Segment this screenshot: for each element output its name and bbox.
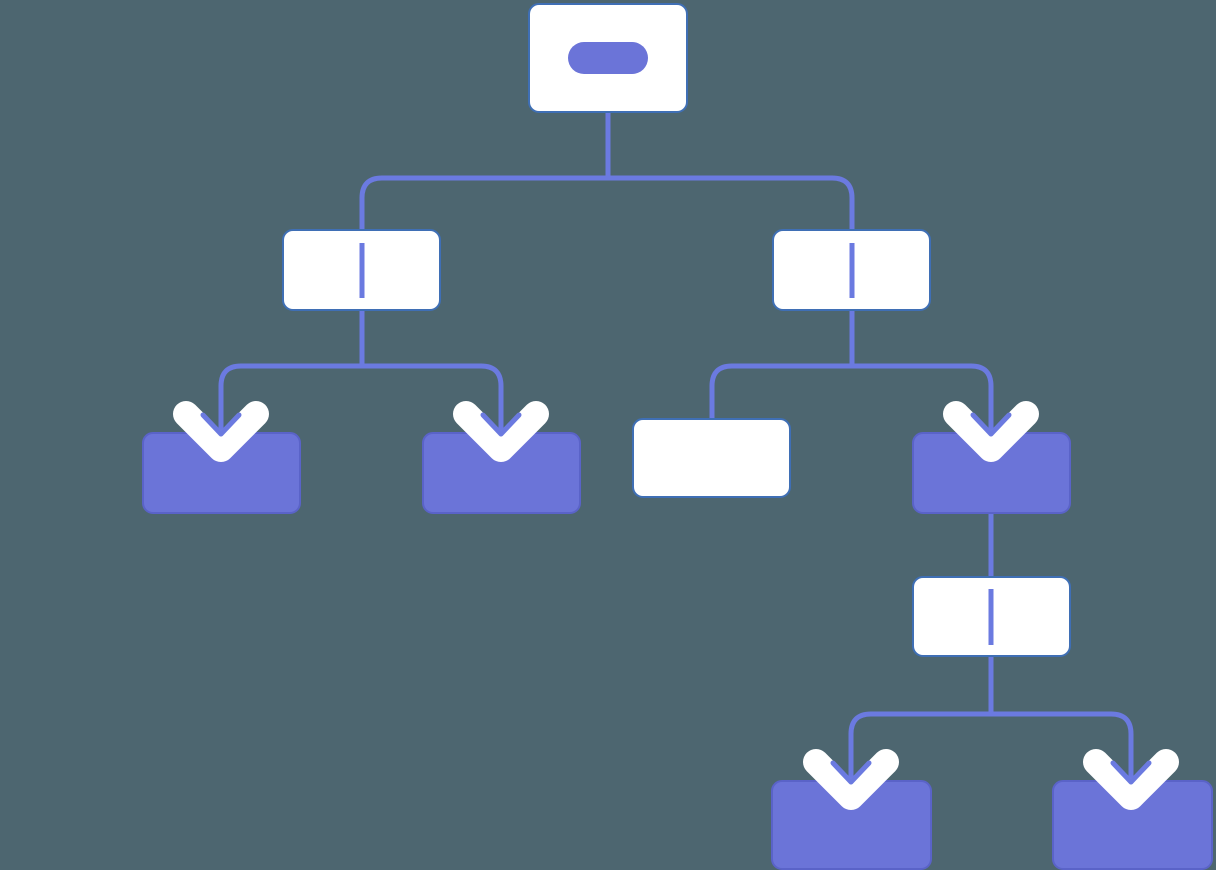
node-leaf-left-1[interactable] — [142, 432, 301, 514]
node-level4-right[interactable] — [912, 576, 1071, 657]
node-leaf-white-terminal[interactable] — [632, 418, 791, 498]
node-level2-left[interactable] — [282, 229, 441, 311]
node-branch-right[interactable] — [912, 432, 1071, 514]
node-level2-right[interactable] — [772, 229, 931, 311]
node-leaf-left-2[interactable] — [422, 432, 581, 514]
node-leaf-bottom-2[interactable] — [1052, 780, 1213, 870]
node-root-pill — [568, 42, 648, 74]
node-leaf-bottom-1[interactable] — [771, 780, 932, 870]
node-root[interactable] — [528, 3, 688, 113]
